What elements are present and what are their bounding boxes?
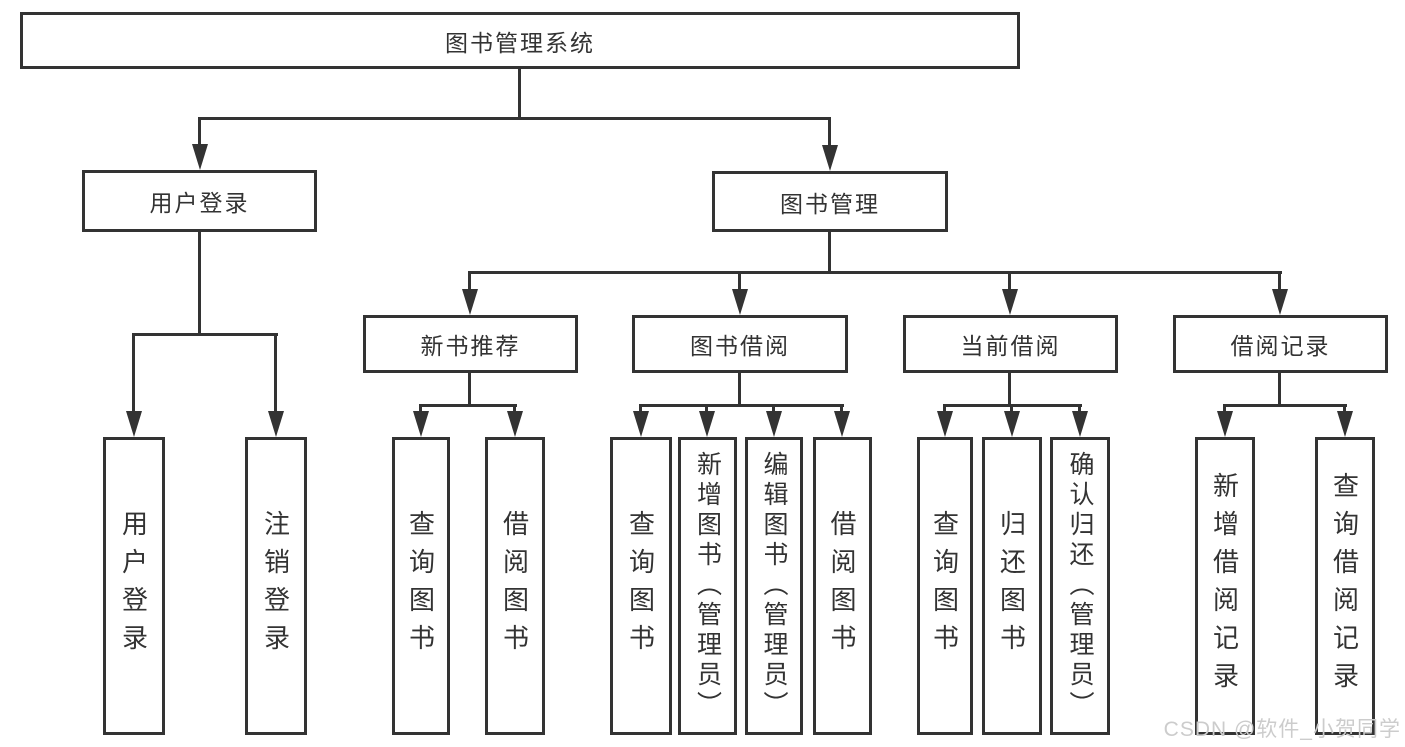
leaf-query-books-2: 查询图书: [610, 437, 672, 735]
connector-line: [468, 271, 471, 296]
leaf-label: 归还图书: [996, 510, 1027, 662]
connector-line: [738, 271, 741, 296]
arrow-down-icon: [1337, 411, 1353, 437]
connector-line: [518, 69, 521, 119]
arrow-down-icon: [192, 144, 208, 170]
leaf-return-books: 归还图书: [982, 437, 1042, 735]
leaf-label: 确认归还（管理员）: [1066, 451, 1094, 721]
leaf-label: 查询借阅记录: [1329, 472, 1360, 700]
node-book-management-label: 图书管理: [780, 190, 880, 217]
connector-line: [639, 404, 642, 416]
connector-line: [468, 271, 1282, 274]
leaf-label: 借阅图书: [827, 510, 857, 662]
leaf-logout: 注销登录: [245, 437, 307, 735]
leaf-label: 查询图书: [929, 510, 960, 662]
arrow-down-icon: [1217, 411, 1233, 437]
connector-line: [419, 404, 517, 407]
arrow-down-icon: [822, 145, 838, 171]
leaf-query-borrow-record: 查询借阅记录: [1315, 437, 1375, 735]
node-root: 图书管理系统: [20, 12, 1020, 69]
connector-line: [828, 232, 831, 274]
connector-line: [1078, 404, 1081, 416]
connector-line: [1223, 404, 1347, 407]
node-borrow-records: 借阅记录: [1173, 315, 1388, 373]
connector-line: [1008, 373, 1011, 407]
arrow-down-icon: [413, 411, 429, 437]
connector-line: [468, 373, 471, 407]
connector-line: [1343, 404, 1346, 416]
connector-line: [513, 404, 516, 416]
node-current-borrow-label: 当前借阅: [960, 333, 1061, 359]
connector-line: [198, 232, 201, 336]
leaf-label: 用户登录: [118, 510, 149, 662]
node-root-label: 图书管理系统: [445, 29, 595, 56]
arrow-down-icon: [699, 411, 715, 437]
connector-line: [1010, 404, 1013, 416]
leaf-label: 新增借阅记录: [1209, 472, 1240, 700]
arrow-down-icon: [507, 411, 523, 437]
connector-line: [1008, 271, 1011, 296]
arrow-down-icon: [766, 411, 782, 437]
arrow-down-icon: [1002, 289, 1018, 315]
leaf-label: 查询图书: [625, 510, 656, 662]
leaf-label: 编辑图书（管理员）: [760, 451, 788, 721]
connector-line: [198, 117, 201, 152]
leaf-label: 借阅图书: [499, 510, 530, 662]
leaf-borrow-books-2: 借阅图书: [813, 437, 872, 735]
leaf-label: 查询图书: [405, 510, 436, 662]
leaf-query-books-1: 查询图书: [392, 437, 450, 735]
node-user-login: 用户登录: [82, 170, 317, 232]
node-current-borrow: 当前借阅: [903, 315, 1118, 373]
leaf-label: 新增图书（管理员）: [693, 451, 722, 721]
connector-line: [274, 333, 277, 415]
leaf-confirm-return-admin: 确认归还（管理员）: [1050, 437, 1110, 735]
arrow-down-icon: [732, 289, 748, 315]
leaf-add-books-admin: 新增图书（管理员）: [678, 437, 737, 735]
node-book-management: 图书管理: [712, 171, 948, 232]
connector-line: [1278, 271, 1281, 296]
connector-line: [772, 404, 775, 416]
connector-line: [943, 404, 946, 416]
arrow-down-icon: [834, 411, 850, 437]
connector-line: [705, 404, 708, 416]
connector-line: [419, 404, 422, 416]
connector-line: [198, 117, 831, 120]
leaf-edit-books-admin: 编辑图书（管理员）: [745, 437, 803, 735]
arrow-down-icon: [126, 411, 142, 437]
connector-line: [828, 117, 831, 152]
arrow-down-icon: [937, 411, 953, 437]
connector-line: [1278, 373, 1281, 407]
node-book-borrow: 图书借阅: [632, 315, 848, 373]
leaf-query-books-3: 查询图书: [917, 437, 973, 735]
leaf-user-login: 用户登录: [103, 437, 165, 735]
arrow-down-icon: [268, 411, 284, 437]
node-borrow-records-label: 借阅记录: [1230, 333, 1331, 359]
arrow-down-icon: [1072, 411, 1088, 437]
connector-line: [840, 404, 843, 416]
node-new-book-recommend-label: 新书推荐: [420, 333, 521, 359]
leaf-add-borrow-record: 新增借阅记录: [1195, 437, 1255, 735]
leaf-borrow-books-1: 借阅图书: [485, 437, 545, 735]
node-new-book-recommend: 新书推荐: [363, 315, 578, 373]
watermark-text: CSDN @软件_小贺同学: [1163, 718, 1401, 741]
connector-line: [639, 404, 844, 407]
arrow-down-icon: [1272, 289, 1288, 315]
leaf-label: 注销登录: [260, 510, 291, 662]
connector-line: [1223, 404, 1226, 416]
node-user-login-label: 用户登录: [149, 190, 250, 216]
connector-line: [132, 333, 135, 415]
arrow-down-icon: [1004, 411, 1020, 437]
arrow-down-icon: [633, 411, 649, 437]
node-book-borrow-label: 图书借阅: [690, 333, 790, 359]
arrow-down-icon: [462, 289, 478, 315]
connector-line: [738, 373, 741, 407]
connector-line: [132, 333, 278, 336]
